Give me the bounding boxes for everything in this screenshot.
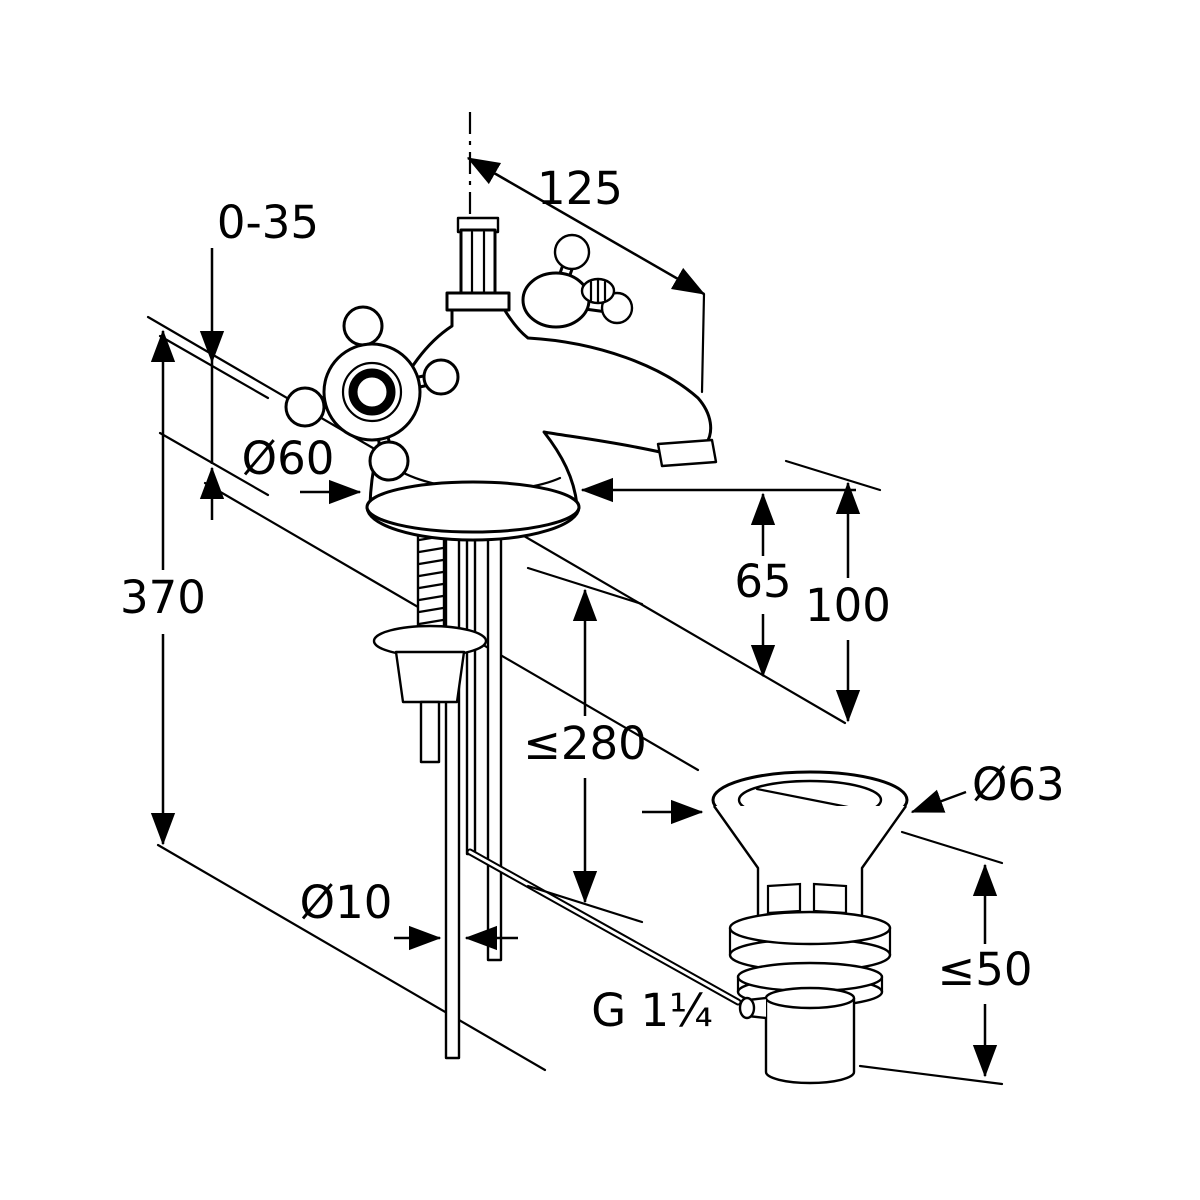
handle-ball — [422, 358, 460, 396]
dim-spout-projection: 125 — [466, 156, 706, 394]
handle-ball — [284, 386, 326, 428]
dim-rod-diameter: Ø10 — [300, 876, 518, 951]
dim-label-outlet-height: 100 — [805, 579, 891, 632]
faucet-body — [365, 307, 718, 542]
dim-label-waste-depth: ≤50 — [938, 943, 1033, 996]
spout-aerator — [656, 438, 718, 468]
dim-label-total-height: 370 — [120, 571, 206, 624]
dim-label-waste-flange-diameter: Ø63 — [972, 758, 1065, 811]
dim-label-waste-thread: G 1¼ — [591, 984, 712, 1037]
dim-label-connection-length: ≤280 — [523, 717, 647, 770]
base-flange — [365, 480, 581, 542]
dim-label-spout-height: 65 — [734, 555, 791, 608]
supply-pipe-right — [486, 520, 503, 962]
knurled-screw — [580, 277, 616, 305]
dim-label-rod-diameter: Ø10 — [300, 876, 393, 929]
handle-ball — [368, 440, 410, 482]
dim-waste-depth: ≤50 — [858, 830, 1033, 1086]
threaded-shank — [416, 526, 446, 642]
handle-hub — [322, 342, 422, 442]
mounting-hardware — [372, 624, 488, 764]
dim-label-base-diameter: Ø60 — [242, 432, 335, 485]
dim-label-spout-projection: 125 — [537, 162, 623, 215]
handle-ball — [342, 305, 384, 347]
dim-base-diameter: Ø60 — [242, 432, 856, 505]
dim-connection-length: ≤280 — [523, 566, 647, 924]
dim-total-height: 370 — [120, 329, 206, 846]
waste-assembly — [711, 770, 909, 1085]
dim-deck-thickness: 0-35 — [158, 196, 319, 520]
lever-port — [738, 996, 767, 1020]
handle-index-ring — [348, 368, 396, 416]
waste-tailpiece — [738, 986, 856, 1085]
dim-label-deck-thickness: 0-35 — [217, 196, 319, 249]
cross-handle-front — [284, 305, 460, 482]
supply-pipe-left — [444, 520, 461, 1060]
dim-spout-height: 65 — [734, 492, 792, 678]
handle-ball — [553, 233, 591, 271]
dim-waste-flange-diameter: Ø63 — [642, 758, 1065, 825]
dim-waste-thread: G 1¼ — [591, 984, 712, 1037]
dim-outlet-height: 100 — [784, 459, 891, 723]
pop-up-lift-rod — [465, 520, 742, 1006]
